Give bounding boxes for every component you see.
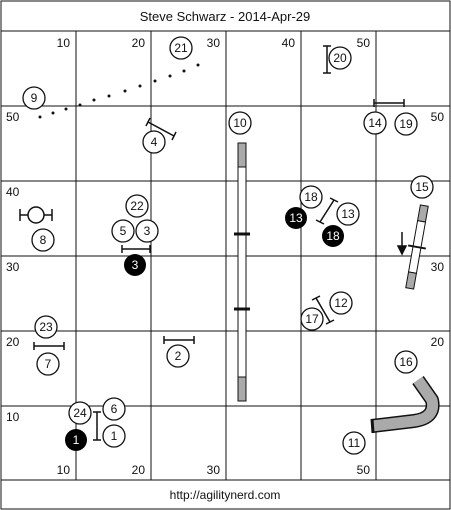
axis-left-label: 50	[6, 110, 20, 124]
axis-top-label: 50	[357, 36, 371, 50]
svg-text:17: 17	[305, 312, 319, 326]
marker-16: 16	[394, 350, 418, 374]
axis-right-label: 30	[431, 260, 445, 274]
svg-text:15: 15	[415, 180, 429, 194]
dotted-path	[38, 63, 200, 119]
marker-15: 15	[410, 175, 434, 199]
svg-text:14: 14	[368, 116, 382, 130]
axis-left-label: 30	[6, 260, 20, 274]
marker-1: 1	[102, 424, 126, 448]
svg-text:19: 19	[399, 117, 413, 131]
axis-bottom-label: 20	[132, 463, 146, 477]
axis-bottom-label: 50	[357, 463, 371, 477]
marker-2: 2	[166, 344, 190, 368]
svg-text:3: 3	[144, 224, 151, 238]
marker-18: 18	[299, 185, 323, 209]
svg-text:8: 8	[40, 233, 47, 247]
svg-text:18: 18	[304, 190, 318, 204]
svg-text:24: 24	[73, 406, 87, 420]
jump-bar	[145, 117, 177, 141]
axis-right-label: 50	[431, 110, 445, 124]
marker-17: 17	[300, 307, 324, 331]
marker-7: 7	[36, 352, 60, 376]
svg-text:1: 1	[111, 429, 118, 443]
svg-text:6: 6	[111, 402, 118, 416]
svg-text:13: 13	[341, 207, 355, 221]
svg-text:5: 5	[120, 224, 127, 238]
marker-6: 6	[102, 397, 126, 421]
marker-10: 10	[228, 111, 252, 135]
svg-text:3: 3	[132, 258, 139, 272]
svg-text:12: 12	[334, 296, 348, 310]
svg-text:2: 2	[175, 349, 182, 363]
marker-4: 4	[142, 130, 166, 154]
footer-url[interactable]: http://agilitynerd.com	[170, 488, 281, 502]
svg-text:23: 23	[39, 320, 53, 334]
axis-labels: 10 20 30 40 50 10 20 30 50 50 40 30 20 1…	[6, 36, 444, 477]
svg-text:20: 20	[333, 51, 347, 65]
svg-text:13: 13	[289, 211, 303, 225]
jump-bar	[121, 245, 151, 253]
svg-text:21: 21	[174, 41, 188, 55]
marker-8: 8	[31, 228, 55, 252]
marker-21: 21	[169, 36, 193, 60]
handler-marker-1: 1	[65, 429, 87, 451]
arrow-down-icon	[396, 232, 408, 256]
axis-bottom-label: 10	[57, 463, 71, 477]
teeter	[405, 204, 429, 290]
marker-24: 24	[68, 401, 92, 425]
svg-text:22: 22	[130, 199, 144, 213]
tire	[19, 206, 53, 224]
axis-left-label: 20	[6, 335, 20, 349]
jump-bar	[323, 45, 331, 74]
svg-text:7: 7	[45, 357, 52, 371]
dog-walk	[234, 142, 250, 402]
handler-marker-18: 18	[322, 225, 344, 247]
axis-bottom-label: 30	[207, 463, 221, 477]
marker-23: 23	[34, 315, 58, 339]
marker-5: 5	[111, 219, 135, 243]
marker-13: 13	[336, 202, 360, 226]
axis-top-label: 20	[132, 36, 146, 50]
marker-12: 12	[329, 291, 353, 315]
jump-bar	[373, 99, 405, 107]
handler-marker-13: 13	[285, 207, 307, 229]
svg-text:18: 18	[326, 229, 340, 243]
axis-right-label: 20	[431, 335, 445, 349]
jump-bar	[315, 197, 339, 225]
jump-bar	[311, 295, 335, 325]
axis-left-label: 40	[6, 185, 20, 199]
axis-left-label: 10	[6, 410, 20, 424]
svg-text:1: 1	[73, 433, 80, 447]
svg-text:4: 4	[151, 135, 158, 149]
marker-14: 14	[363, 111, 387, 135]
page-title: Steve Schwarz - 2014-Apr-29	[140, 9, 311, 24]
marker-9: 9	[22, 86, 46, 110]
svg-text:9: 9	[31, 91, 38, 105]
jump-bar	[33, 342, 65, 350]
marker-19: 19	[394, 112, 418, 136]
axis-top-label: 40	[282, 36, 296, 50]
svg-text:16: 16	[399, 355, 413, 369]
marker-20: 20	[328, 46, 352, 70]
tunnel	[370, 375, 440, 434]
handler-markers: 1 3 13 18	[65, 207, 344, 451]
grid-lines	[1, 31, 450, 480]
marker-11: 11	[342, 431, 366, 455]
jump-bar	[163, 336, 195, 344]
axis-top-label: 10	[57, 36, 71, 50]
handler-marker-3: 3	[124, 254, 146, 276]
marker-3: 3	[135, 219, 159, 243]
svg-text:10: 10	[233, 116, 247, 130]
axis-top-label: 30	[207, 36, 221, 50]
marker-22: 22	[125, 194, 149, 218]
svg-text:11: 11	[348, 436, 361, 450]
jump-bar	[93, 411, 101, 441]
number-markers: 1 2 3 4 5 6 7 8 9 10 11 12 13 14 15 16 1…	[22, 36, 434, 455]
